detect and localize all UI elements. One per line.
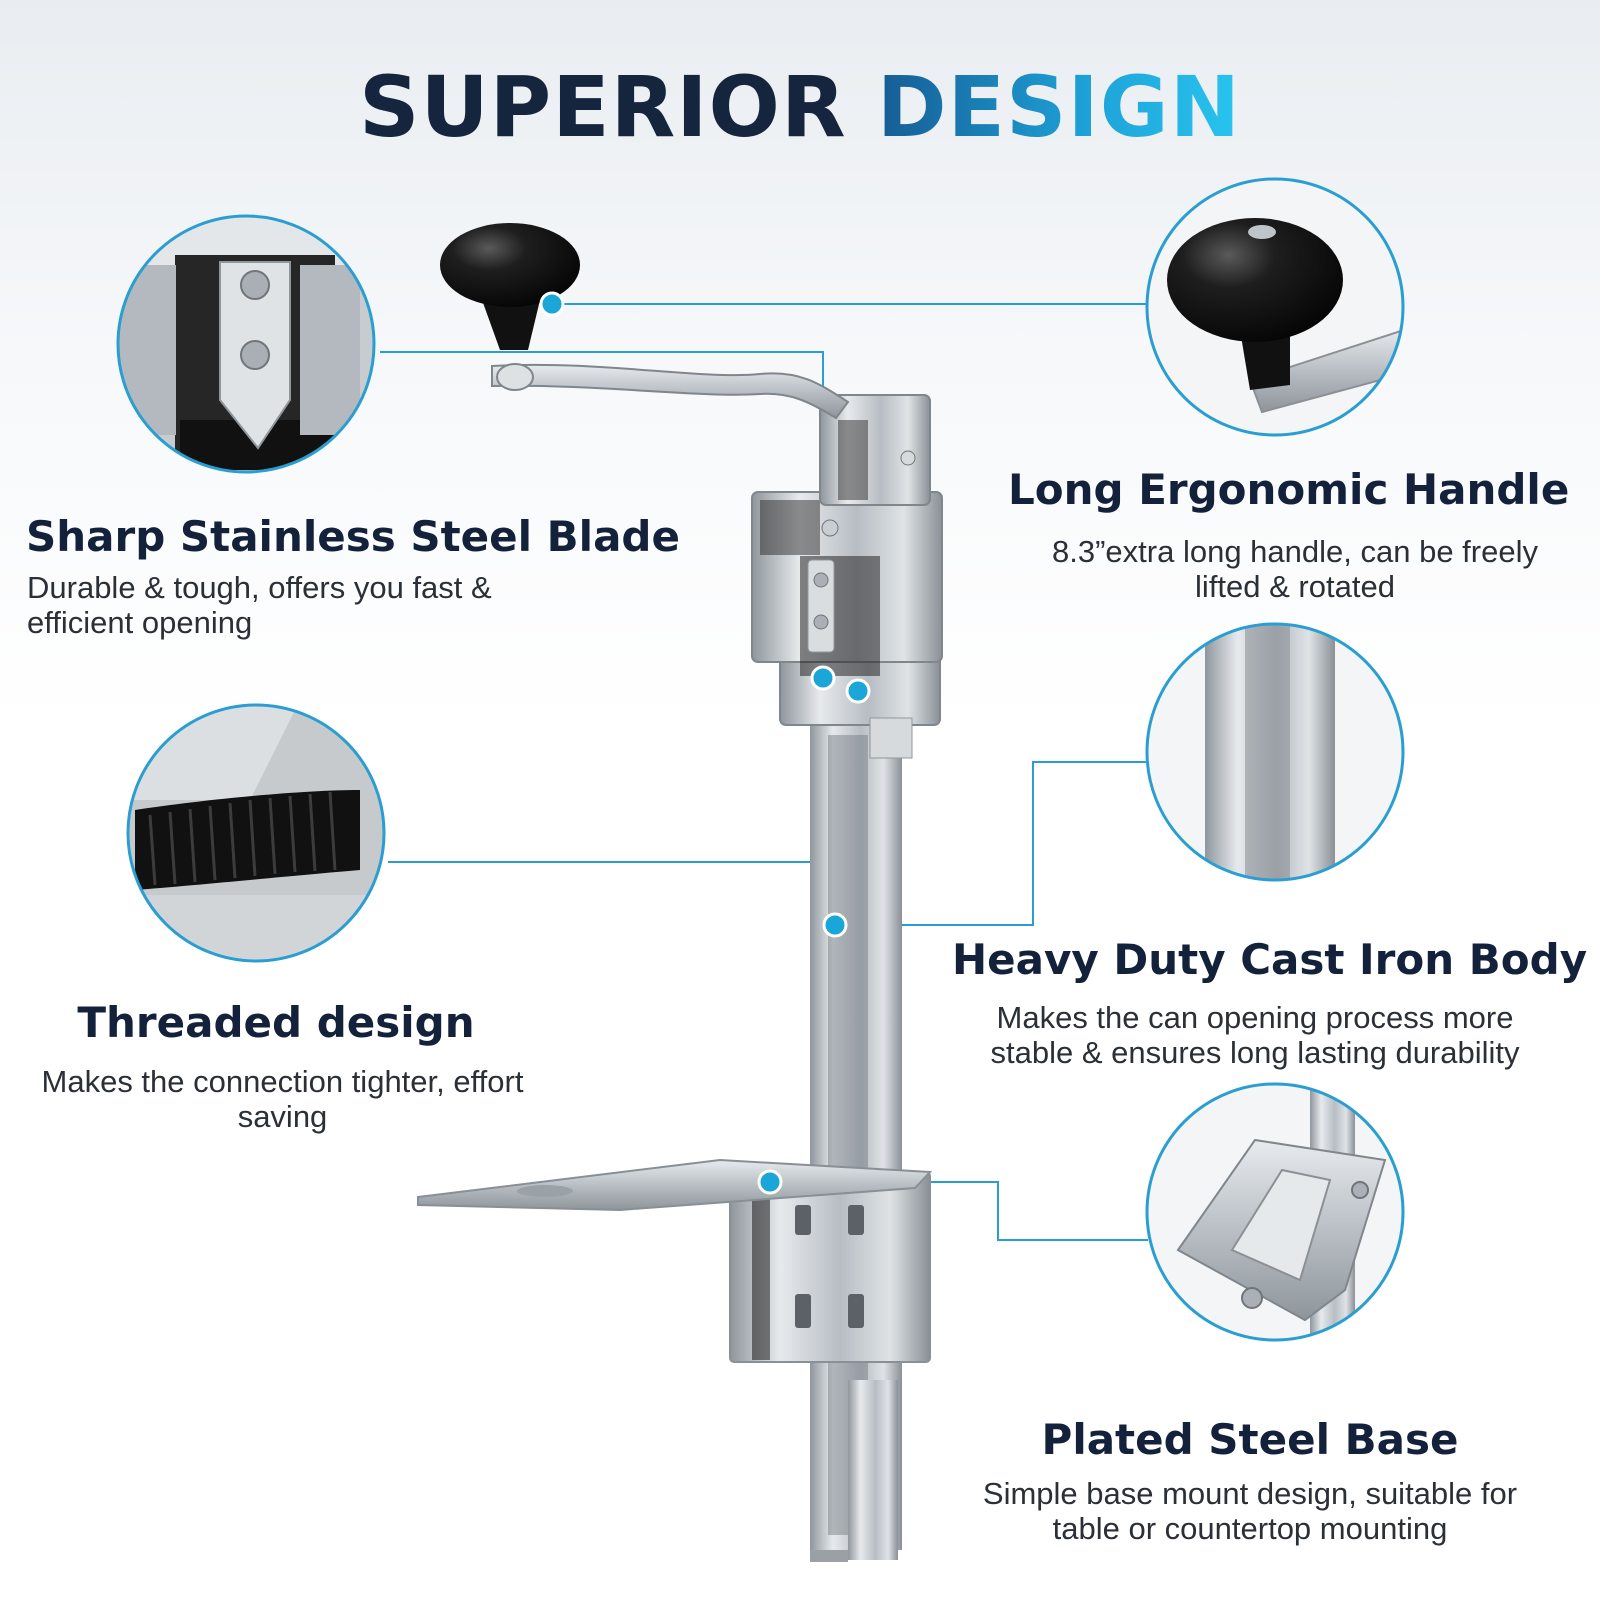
title-word-1: SUPERIOR	[358, 58, 847, 156]
body-callout-dot	[822, 912, 848, 938]
threaded-heading: Threaded design	[77, 998, 475, 1047]
body-description: Makes the can opening process more stabl…	[990, 1000, 1520, 1070]
cutting-head	[751, 394, 943, 759]
callout-dots	[539, 291, 871, 1195]
blade-heading: Sharp Stainless Steel Blade	[26, 512, 680, 561]
page-title: SUPERIOR DESIGN	[0, 58, 1600, 156]
base-callout-dot	[757, 1169, 783, 1195]
handle-heading: Long Ergonomic Handle	[1008, 465, 1570, 514]
blade-description: Durable & tough, offers you fast & effic…	[27, 570, 492, 640]
knob-detail-circle	[1145, 177, 1405, 437]
crank-handle	[440, 223, 850, 420]
handle-description: 8.3”extra long handle, can be freely lif…	[1052, 534, 1538, 604]
title-word-2: DESIGN	[876, 58, 1242, 156]
base-detail-circle	[1145, 1082, 1405, 1342]
body-heading: Heavy Duty Cast Iron Body	[952, 935, 1588, 984]
threaded-detail-circle	[126, 703, 386, 963]
body-leader-line	[835, 761, 1150, 926]
bar-detail-circle	[1145, 622, 1405, 882]
base-heading: Plated Steel Base	[1041, 1415, 1459, 1464]
blade-detail-circle	[116, 214, 376, 474]
handle-callout-dot	[539, 291, 565, 317]
base-description: Simple base mount design, suitable for t…	[982, 1476, 1518, 1546]
blade-callout-dot	[810, 665, 836, 691]
steel-bar	[810, 720, 902, 1562]
threaded-callout-dot	[845, 678, 871, 704]
threaded-description: Makes the connection tighter, effort sav…	[41, 1064, 524, 1134]
base-plate	[417, 1158, 933, 1212]
